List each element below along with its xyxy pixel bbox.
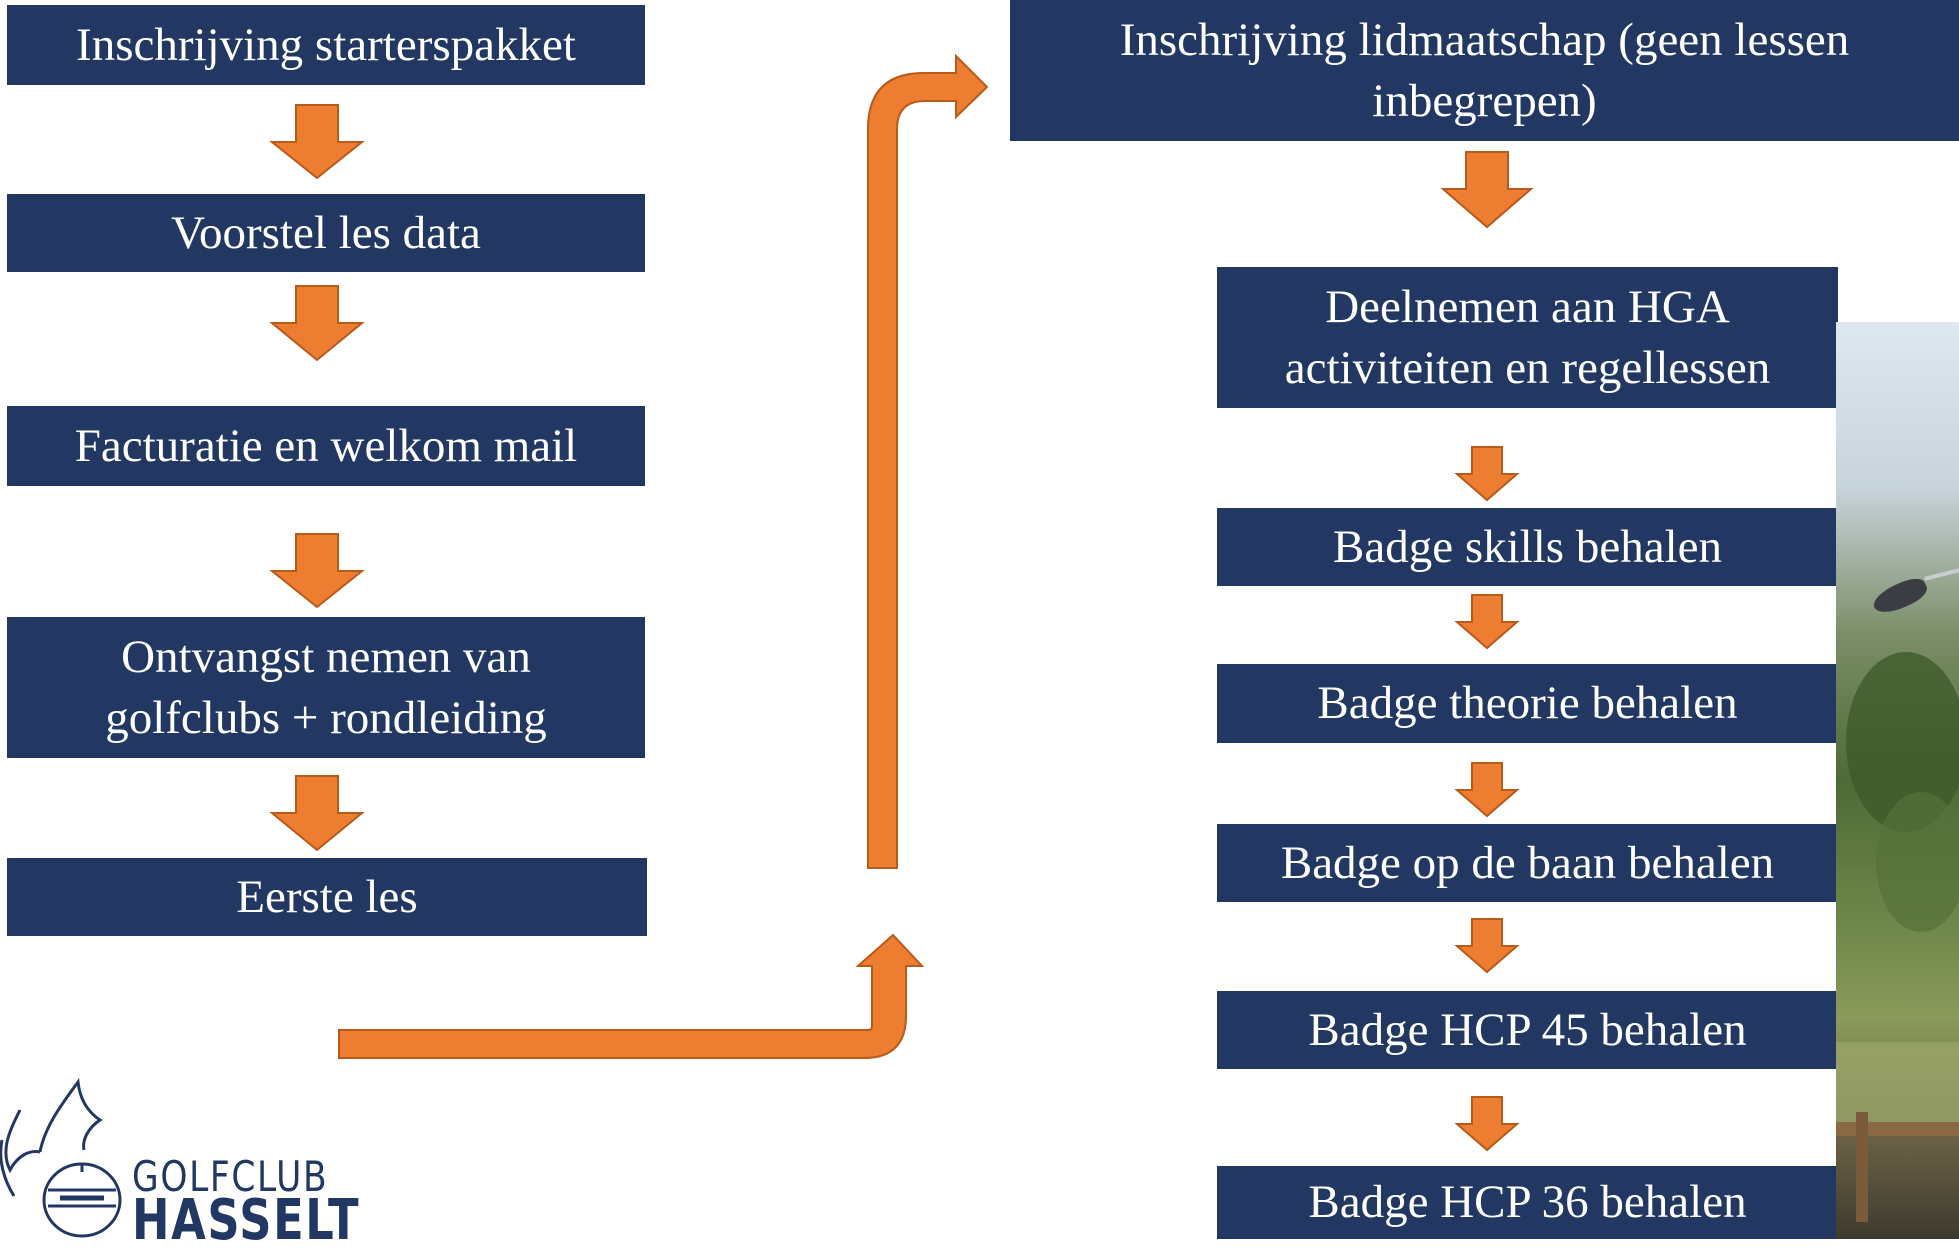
flow-step-ontvangst-golfclubs: Ontvangst nemen van golfclubs + rondleid…: [7, 617, 645, 758]
connector-right-arrow-icon: [867, 53, 989, 869]
flow-step-label: Inschrijving lidmaatschap (geen lessen i…: [1119, 14, 1850, 127]
flow-step-label: Badge skills behalen: [1333, 520, 1722, 573]
photo-tree: [1876, 792, 1959, 932]
down-arrow-icon: [269, 775, 365, 852]
connector-up-arrow-icon: [338, 933, 925, 1059]
logo-text-golfclub: GOLFCLUB: [132, 1152, 329, 1201]
logo-text-hasselt: HASSELT: [132, 1188, 361, 1253]
flow-step-label: Facturatie en welkom mail: [74, 419, 578, 472]
flow-step-eerste-les: Eerste les: [7, 858, 647, 936]
flow-step-label: Deelnemen aan HGA activiteiten en regell…: [1284, 281, 1771, 394]
flow-step-label: Badge op de baan behalen: [1280, 836, 1775, 889]
down-arrow-icon: [269, 533, 365, 609]
flow-step-hga-activiteiten: Deelnemen aan HGA activiteiten en regell…: [1217, 267, 1838, 408]
down-arrow-icon: [269, 285, 365, 362]
down-arrow-icon: [1454, 918, 1520, 974]
down-arrow-icon: [1454, 1096, 1520, 1152]
flow-step-voorstel-les-data: Voorstel les data: [7, 194, 645, 272]
flow-step-badge-theorie: Badge theorie behalen: [1217, 664, 1838, 743]
knight-helmet-logo-icon: [0, 1077, 122, 1238]
down-arrow-icon: [1454, 446, 1520, 502]
flow-step-label: Inschrijving starterspakket: [76, 18, 576, 71]
down-arrow-icon: [269, 104, 365, 180]
flow-step-label: Badge HCP 45 behalen: [1308, 1003, 1747, 1056]
flow-step-label: Ontvangst nemen van golfclubs + rondleid…: [105, 631, 547, 744]
flow-step-label: Eerste les: [236, 870, 418, 923]
flow-step-label: Badge theorie behalen: [1317, 677, 1738, 730]
down-arrow-icon: [1440, 151, 1534, 229]
flow-step-badge-hcp-45: Badge HCP 45 behalen: [1217, 991, 1838, 1069]
flow-step-inschrijving-starterspakket: Inschrijving starterspakket: [7, 5, 645, 85]
golf-photo: [1836, 322, 1959, 1239]
flow-step-label: Voorstel les data: [171, 206, 481, 259]
flow-step-badge-skills: Badge skills behalen: [1217, 508, 1838, 586]
flow-step-inschrijving-lidmaatschap: Inschrijving lidmaatschap (geen lessen i…: [1010, 0, 1959, 141]
down-arrow-icon: [1454, 594, 1520, 650]
flow-step-facturatie: Facturatie en welkom mail: [7, 406, 645, 486]
flow-step-label: Badge HCP 36 behalen: [1308, 1176, 1747, 1229]
flow-step-badge-hcp-36: Badge HCP 36 behalen: [1217, 1166, 1838, 1239]
down-arrow-icon: [1454, 762, 1520, 818]
photo-fence-post: [1856, 1112, 1868, 1222]
flow-step-badge-op-de-baan: Badge op de baan behalen: [1217, 824, 1838, 902]
